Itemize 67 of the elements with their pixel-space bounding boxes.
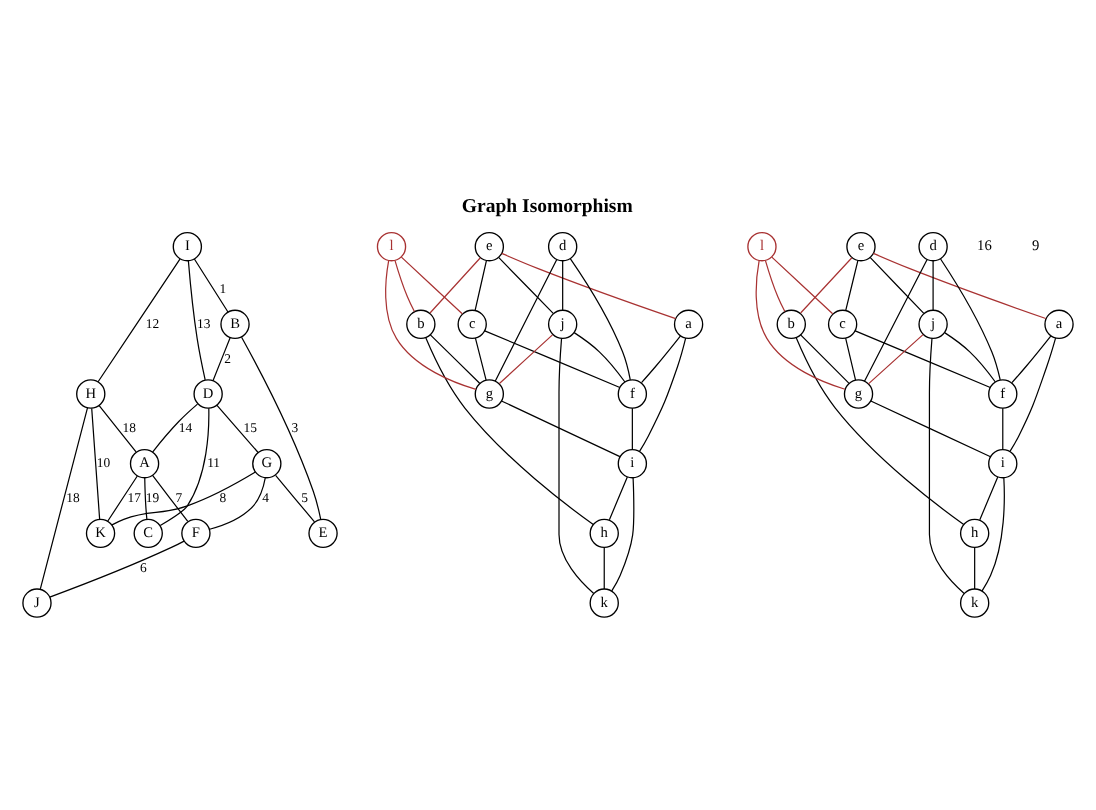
connector <box>400 256 463 315</box>
connector <box>608 476 628 521</box>
connector <box>764 259 786 313</box>
connector <box>474 337 487 381</box>
connector <box>49 540 185 598</box>
connector <box>429 334 481 385</box>
connector <box>474 260 488 312</box>
connector <box>39 407 89 590</box>
connector <box>501 252 677 320</box>
connector <box>944 332 996 383</box>
connector <box>611 477 635 592</box>
connector <box>98 405 137 453</box>
connector <box>603 546 605 590</box>
connector <box>498 334 554 385</box>
connector <box>429 257 481 314</box>
connector <box>562 260 564 311</box>
connector <box>494 259 558 382</box>
connector <box>394 259 416 313</box>
connector <box>981 477 1005 592</box>
connector <box>979 476 999 521</box>
connector <box>193 258 229 313</box>
connector <box>151 474 189 523</box>
connector <box>212 336 231 381</box>
connector <box>501 400 621 458</box>
connector <box>97 258 181 383</box>
connector <box>498 256 554 315</box>
connector <box>863 259 928 382</box>
connector <box>241 336 322 520</box>
connector <box>845 337 857 381</box>
connector <box>974 546 976 590</box>
connector <box>187 260 206 381</box>
connector <box>795 337 965 526</box>
connector <box>111 471 256 526</box>
connector <box>940 258 1001 381</box>
connector <box>845 260 859 312</box>
connector <box>107 475 138 522</box>
connector <box>800 334 850 384</box>
connector <box>216 404 259 454</box>
connector <box>928 337 965 595</box>
connector <box>755 260 846 390</box>
connector <box>91 407 101 520</box>
connector <box>932 260 934 311</box>
connector <box>558 337 595 595</box>
connector <box>638 337 687 453</box>
connector <box>159 407 210 527</box>
connector <box>152 403 199 453</box>
connector <box>800 257 853 314</box>
connector <box>870 400 992 458</box>
connector <box>872 252 1047 320</box>
connector <box>385 260 477 390</box>
connector <box>1011 335 1052 384</box>
connector <box>640 335 681 384</box>
connector <box>484 330 621 389</box>
connector <box>1002 407 1004 451</box>
connector <box>854 330 991 389</box>
connector <box>1009 337 1057 453</box>
connector <box>425 337 594 526</box>
connector <box>209 477 266 530</box>
connector <box>869 256 925 315</box>
connector <box>573 332 626 383</box>
connector <box>144 477 148 520</box>
diagram-title: Graph Isomorphism <box>461 196 633 219</box>
connector <box>275 474 316 523</box>
connector <box>631 407 633 451</box>
connector <box>569 258 631 381</box>
connector <box>771 256 834 315</box>
connector <box>867 334 924 385</box>
